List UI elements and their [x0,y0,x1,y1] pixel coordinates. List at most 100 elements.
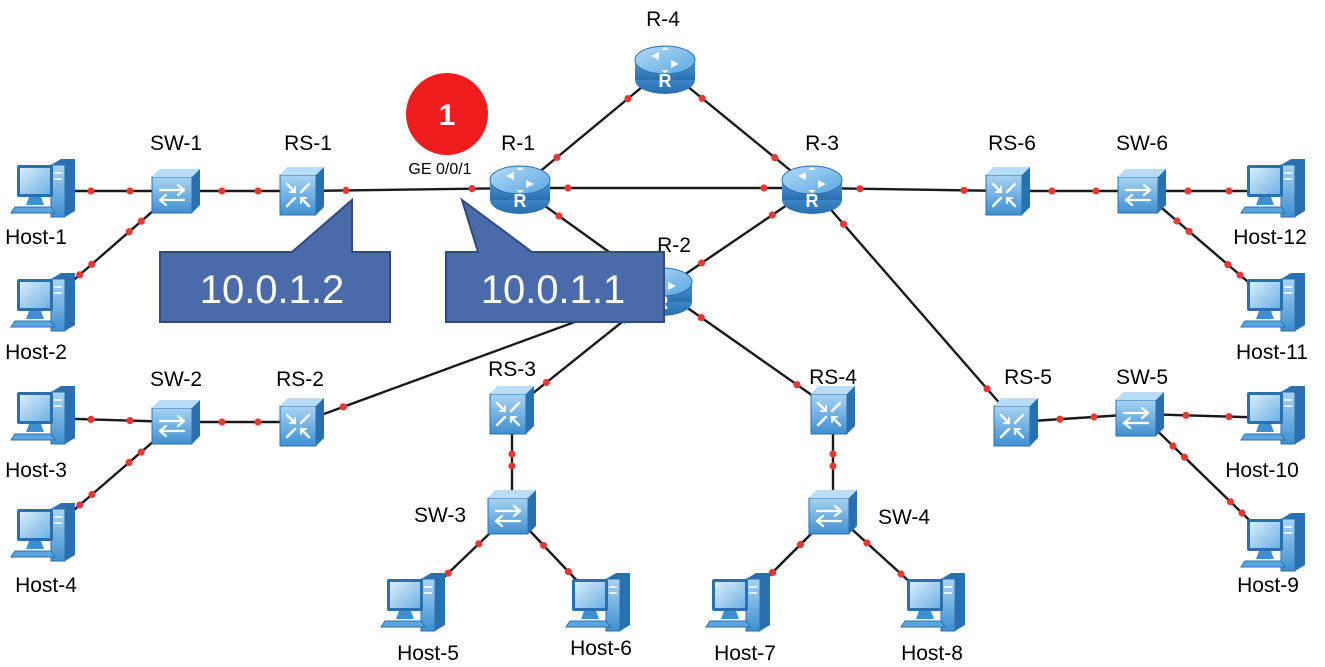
label-sw-6: SW-6 [1116,132,1168,155]
port-dot [960,186,968,194]
router-icon-r-3: R [781,165,843,214]
host-icon-host-12 [1240,159,1305,218]
router-icon-r-1: R [489,165,551,214]
host-icon-host-6 [565,573,630,632]
host-icon-host-8 [900,573,965,632]
label-sw-1: SW-1 [150,132,202,155]
switch-icon-sw-1 [151,169,200,214]
port-dot [1225,413,1233,421]
port-dot [1224,261,1232,269]
port-dot [137,217,145,225]
port-dot [564,567,572,576]
port-dot [897,570,905,578]
route-switch-icon-rs-3 [489,386,534,435]
port-dot [1184,187,1192,195]
label-host-6: Host-6 [570,637,632,660]
callout-text: 10.0.1.1 [481,268,626,312]
label-sw-3: SW-3 [414,504,466,527]
port-dot [87,187,95,195]
port-dot [1236,271,1244,279]
link-line [811,186,1009,193]
port-dot [1048,187,1056,195]
port-dot [829,450,837,458]
port-dot [508,450,516,458]
port-dot [1185,227,1193,235]
port-dot [829,462,837,470]
route-switch-icon-rs-4 [810,386,855,435]
port-dot [983,385,991,393]
host-icon-host-3 [10,386,75,445]
port-dot [1173,217,1181,225]
port-dot [254,187,262,195]
port-dot [342,186,350,194]
host-icon-host-11 [1240,273,1305,332]
label-host-10: Host-10 [1225,459,1299,482]
port-dot [126,416,134,425]
port-dot [1225,187,1233,195]
route-switch-icon-rs-6 [985,167,1030,216]
port-dot [88,260,96,268]
port-dot [863,539,871,547]
step-badge: 1 [406,73,488,155]
label-host-9: Host-9 [1237,574,1299,597]
port-dot [1092,187,1100,195]
port-dot [76,271,84,279]
label-host-8: Host-8 [901,642,963,665]
port-dot [856,185,864,193]
label-rs-4: RS-4 [809,366,857,389]
port-dot [137,448,145,456]
link-r-3-rs-5 [811,187,1017,423]
host-icon-host-10 [1240,386,1305,445]
port-dot [1090,413,1098,421]
switch-icon-sw-2 [151,400,200,445]
label-sw-2: SW-2 [150,368,202,391]
interface-label-ge-0-0-1: GE 0/0/1 [408,161,471,178]
label-host-2: Host-2 [5,341,67,364]
svg-text:R: R [514,191,527,211]
switch-icon-sw-4 [808,490,857,535]
ip-callout-10-0-1-2: 10.0.1.2 [159,197,391,323]
port-dot [768,568,777,577]
port-dot [218,418,226,426]
host-icon-host-7 [705,573,770,632]
label-rs-6: RS-6 [988,132,1036,155]
host-icon-host-4 [10,503,75,562]
route-switch-icon-rs-5 [993,398,1038,447]
links-layer [44,67,1276,606]
port-dot [468,185,476,193]
host-icon-host-9 [1240,513,1305,572]
label-rs-3: RS-3 [488,358,536,381]
port-dot [475,540,483,548]
link-line [811,187,1017,423]
switch-icon-sw-5 [1115,392,1164,437]
link-r-3-rs-6 [811,185,1009,194]
switch-icon-sw-6 [1117,169,1166,214]
host-icon-host-1 [10,159,75,218]
router-icon-r-4: R [634,45,696,94]
port-dot [126,187,134,195]
port-dot [698,259,706,267]
label-r-2: R-2 [657,234,691,257]
port-dot [697,313,705,322]
port-dot [254,418,262,426]
link-line [661,289,834,411]
switch-icon-sw-3 [487,490,536,535]
label-sw-5: SW-5 [1116,366,1168,389]
port-dot [125,228,133,236]
port-dot [87,415,95,424]
port-dot [88,490,96,499]
label-rs-5: RS-5 [1004,366,1052,389]
port-dot [564,184,572,192]
ip-callout-10-0-1-1: 10.0.1.1 [445,197,665,323]
port-dot [1182,411,1190,419]
label-rs-2: RS-2 [276,368,324,391]
port-dot [1238,509,1246,517]
label-r-3: R-3 [805,132,839,155]
link-r-2-rs-4 [661,289,834,411]
svg-text:R: R [806,191,819,211]
port-dot [508,462,516,470]
callout-text: 10.0.1.2 [200,268,345,312]
